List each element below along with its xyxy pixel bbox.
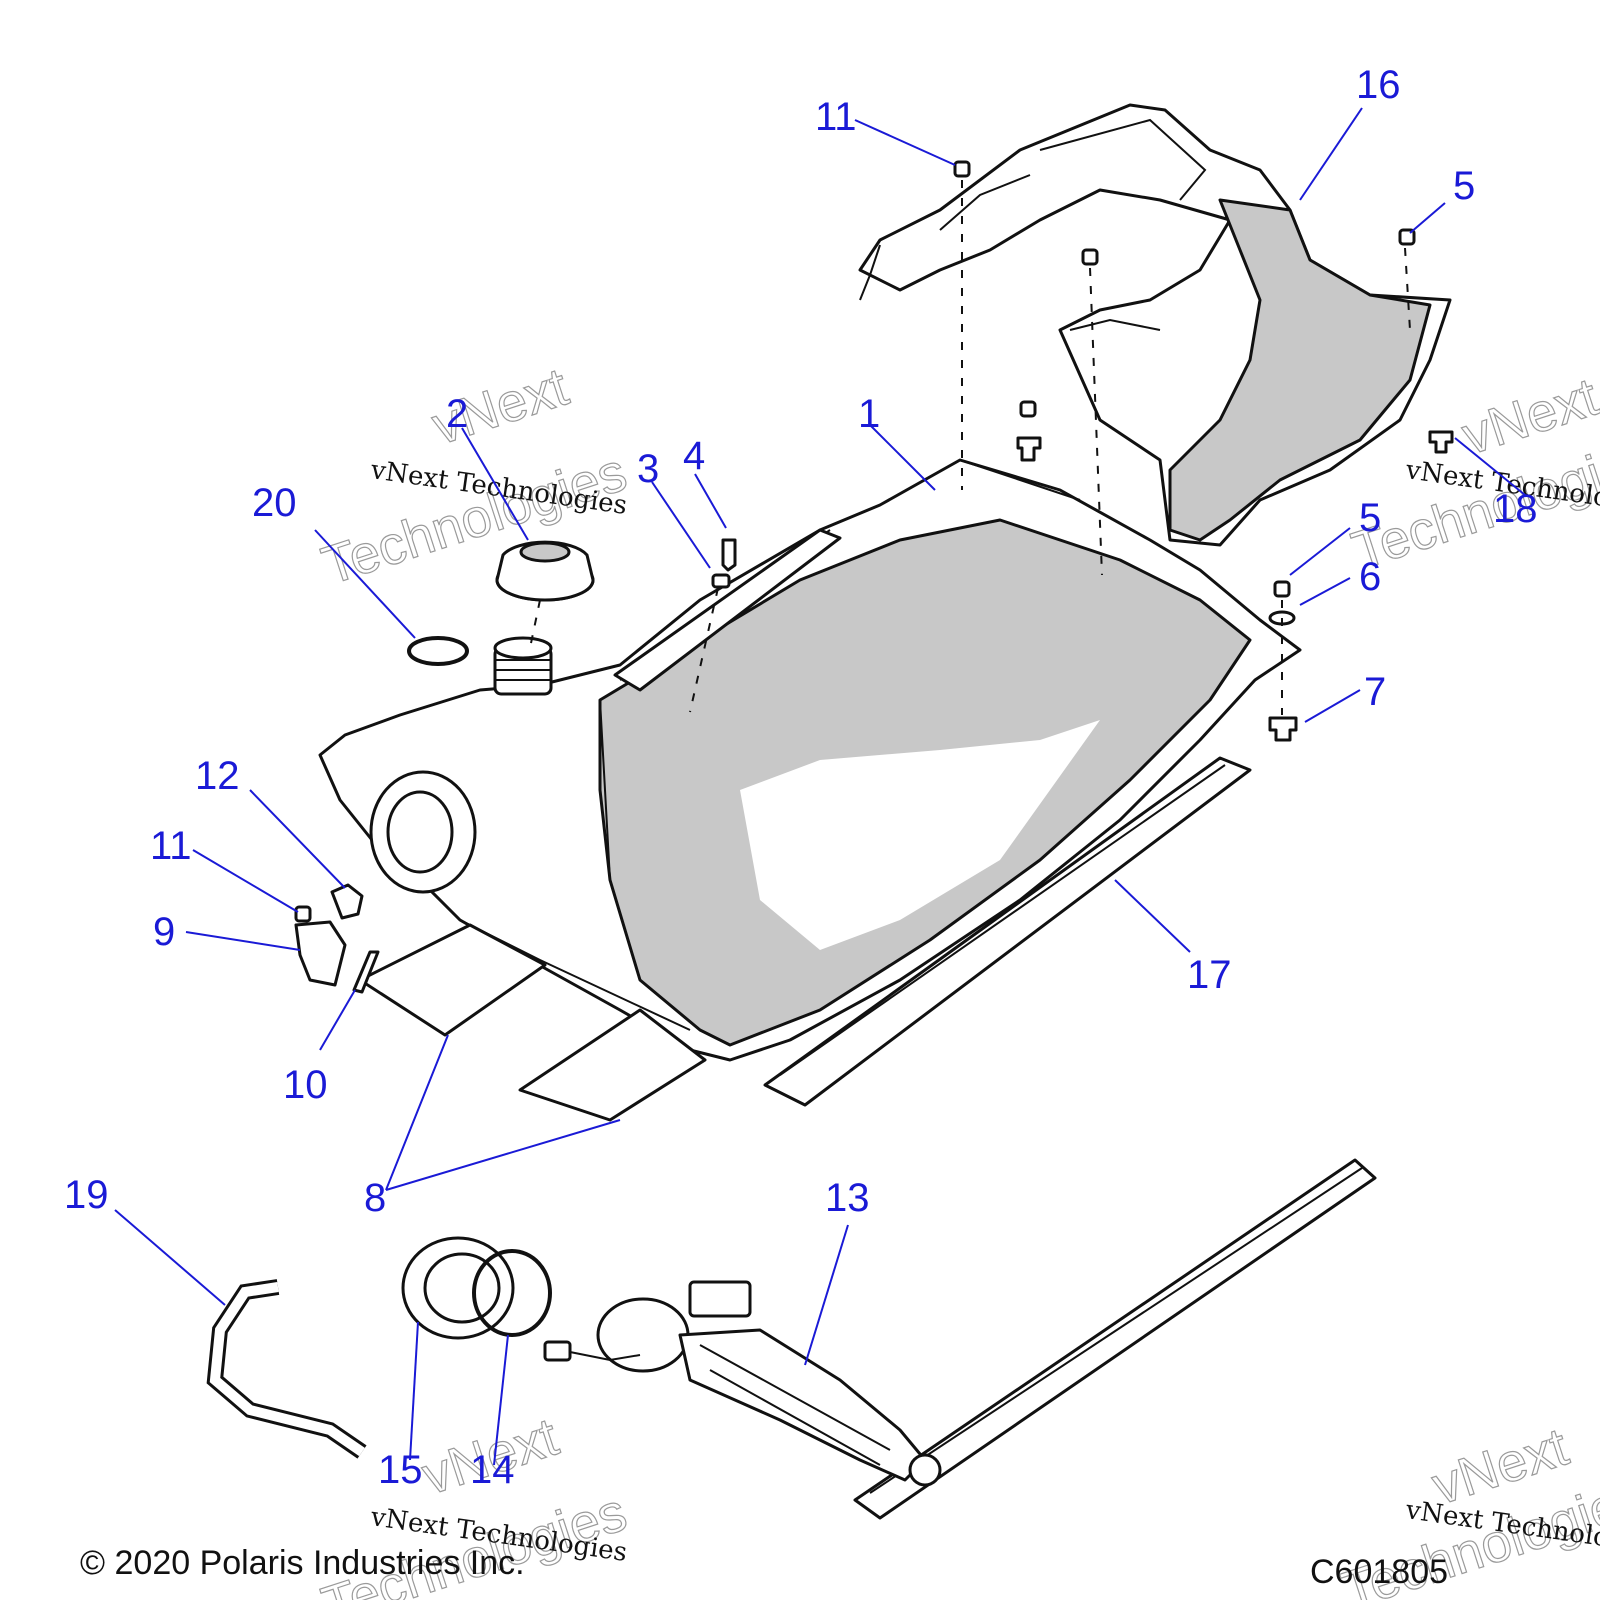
callout-17: 17 — [1187, 953, 1232, 997]
leader-14 — [493, 1334, 509, 1466]
leader-3 — [651, 481, 711, 569]
callout-5-top: 5 — [1453, 164, 1475, 208]
part-o-ring-20 — [407, 636, 469, 666]
part-pads-8 — [358, 923, 707, 1122]
leader-19 — [114, 1209, 226, 1306]
drawing-number: C601805 — [1310, 1553, 1449, 1591]
part-seal-14 — [472, 1249, 552, 1337]
callout-12: 12 — [195, 754, 240, 798]
leader-20 — [314, 529, 416, 639]
callout-5-right: 5 — [1359, 496, 1381, 540]
leader-7 — [1304, 689, 1361, 723]
leader-18 — [1454, 437, 1526, 496]
leader-10 — [319, 989, 356, 1051]
copyright-text: © 2020 Polaris Industries Inc. — [80, 1544, 525, 1582]
leader-2 — [461, 427, 529, 541]
callout-11-left: 11 — [150, 824, 192, 868]
leader-16 — [1299, 107, 1363, 201]
leader-5a — [1409, 202, 1446, 234]
leader-9 — [185, 931, 301, 951]
callout-1: 1 — [858, 392, 880, 436]
leader-4 — [694, 473, 727, 529]
callout-13: 13 — [825, 1176, 870, 1220]
callout-14: 14 — [470, 1448, 515, 1492]
callouts: 1 2 3 4 5 5 6 7 8 9 10 11 11 12 13 14 15… — [64, 63, 1538, 1492]
part-fuel-pump-13 — [543, 1280, 942, 1487]
leader-11b — [192, 849, 299, 913]
leader-15 — [409, 1321, 419, 1461]
callout-18: 18 — [1493, 487, 1538, 531]
callout-19: 19 — [64, 1173, 109, 1217]
leader-8 — [385, 1034, 621, 1191]
callout-6: 6 — [1359, 555, 1381, 599]
callout-9: 9 — [153, 910, 175, 954]
part-fasteners — [294, 160, 1454, 994]
callout-15: 15 — [378, 1448, 423, 1492]
alignment-lines — [529, 180, 1411, 715]
leader-lines — [114, 107, 1526, 1466]
callout-16: 16 — [1356, 63, 1401, 107]
part-vent-hose-19 — [206, 1279, 367, 1459]
leader-12 — [249, 789, 346, 889]
callout-7: 7 — [1364, 670, 1386, 714]
part-rear-shroud — [858, 103, 1452, 547]
callout-20: 20 — [252, 481, 297, 525]
part-foam-strip-17 — [763, 756, 1252, 1107]
part-foam-strip-lower — [853, 1158, 1377, 1520]
callout-10: 10 — [283, 1063, 328, 1107]
part-fuel-tank — [318, 458, 1302, 1062]
leader-6 — [1299, 577, 1351, 606]
callout-2: 2 — [446, 392, 468, 436]
leader-17 — [1114, 879, 1191, 953]
leader-11a — [854, 119, 956, 166]
callout-11-top: 11 — [815, 95, 857, 139]
callout-3: 3 — [637, 447, 659, 491]
leader-5b — [1289, 527, 1351, 576]
callout-8: 8 — [364, 1176, 386, 1220]
leader-1 — [869, 424, 936, 491]
leader-13 — [804, 1224, 849, 1366]
callout-4: 4 — [683, 434, 705, 478]
part-fuel-cap — [495, 540, 595, 602]
